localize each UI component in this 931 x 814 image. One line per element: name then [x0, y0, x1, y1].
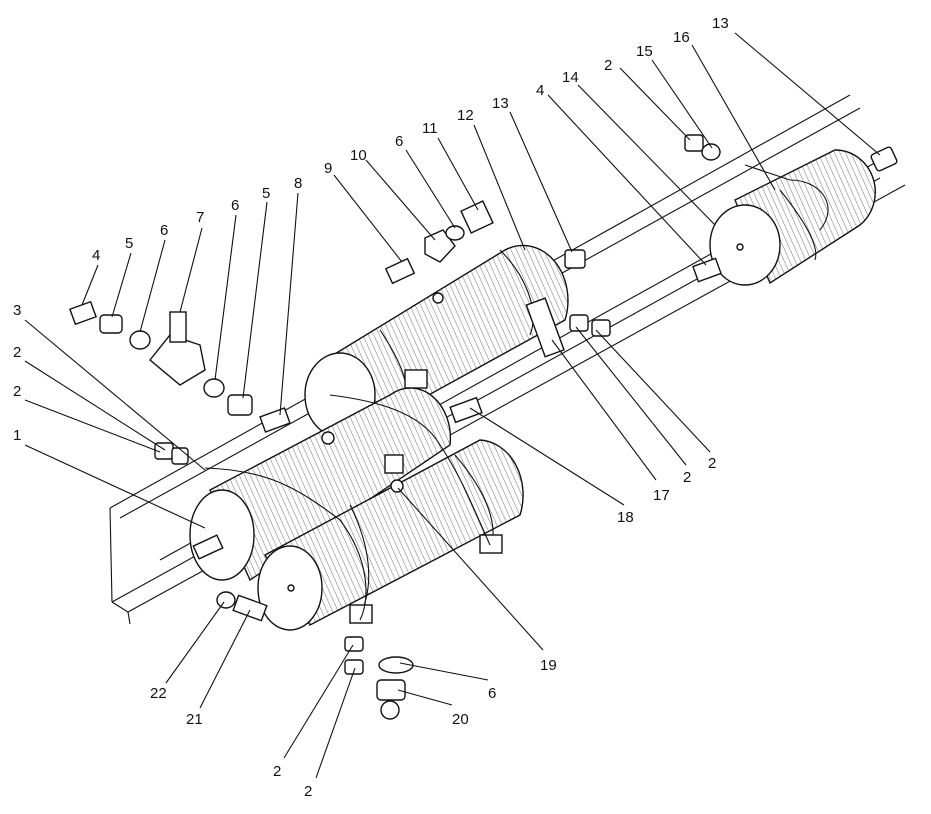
callout-6-bottom: 6 [488, 685, 496, 702]
callout-5-mid: 5 [262, 185, 270, 202]
callout-8: 8 [294, 175, 302, 192]
tank-straps [204, 394, 491, 621]
callout-labels: 13 16 15 2 14 4 13 12 11 6 10 9 8 5 6 7 … [13, 15, 729, 800]
fittings-bottom [216, 591, 414, 720]
callout-21: 21 [186, 711, 203, 728]
callout-11: 11 [422, 120, 438, 137]
leader-lines [24, 32, 881, 779]
fittings-left [69, 300, 291, 465]
callout-2-left-a: 2 [13, 344, 21, 361]
callout-15: 15 [636, 43, 653, 60]
callout-2-right-a: 2 [708, 455, 716, 472]
callout-20: 20 [452, 711, 469, 728]
callout-10: 10 [350, 147, 367, 164]
callout-12: 12 [457, 107, 474, 124]
callout-4-left: 4 [92, 247, 100, 264]
callout-2-bottom-b: 2 [304, 783, 312, 800]
callout-2-right-b: 2 [683, 469, 691, 486]
callout-2-bottom-a: 2 [273, 763, 281, 780]
callout-6-top: 6 [395, 133, 403, 150]
callout-4-top: 4 [536, 82, 544, 99]
callout-13-mid: 13 [492, 95, 509, 112]
callout-2-top: 2 [604, 57, 612, 74]
callout-22: 22 [150, 685, 167, 702]
air-tank-lower-left [189, 387, 452, 582]
air-tank-lower-right [257, 439, 524, 631]
air-tank-rear [709, 149, 876, 286]
callout-2-left-b: 2 [13, 383, 21, 400]
callout-19: 19 [540, 657, 557, 674]
callout-6-left: 6 [160, 222, 168, 239]
callout-3: 3 [13, 302, 21, 319]
callout-9: 9 [324, 160, 332, 177]
callout-18: 18 [617, 509, 634, 526]
callout-13-rear: 13 [712, 15, 729, 32]
callout-6-mid: 6 [231, 197, 239, 214]
callout-7: 7 [196, 209, 204, 226]
callout-14: 14 [562, 69, 579, 86]
callout-1: 1 [13, 427, 21, 444]
callout-16: 16 [673, 29, 690, 46]
callout-17: 17 [653, 487, 670, 504]
callout-5-left: 5 [125, 235, 133, 252]
fittings-top [384, 134, 722, 424]
